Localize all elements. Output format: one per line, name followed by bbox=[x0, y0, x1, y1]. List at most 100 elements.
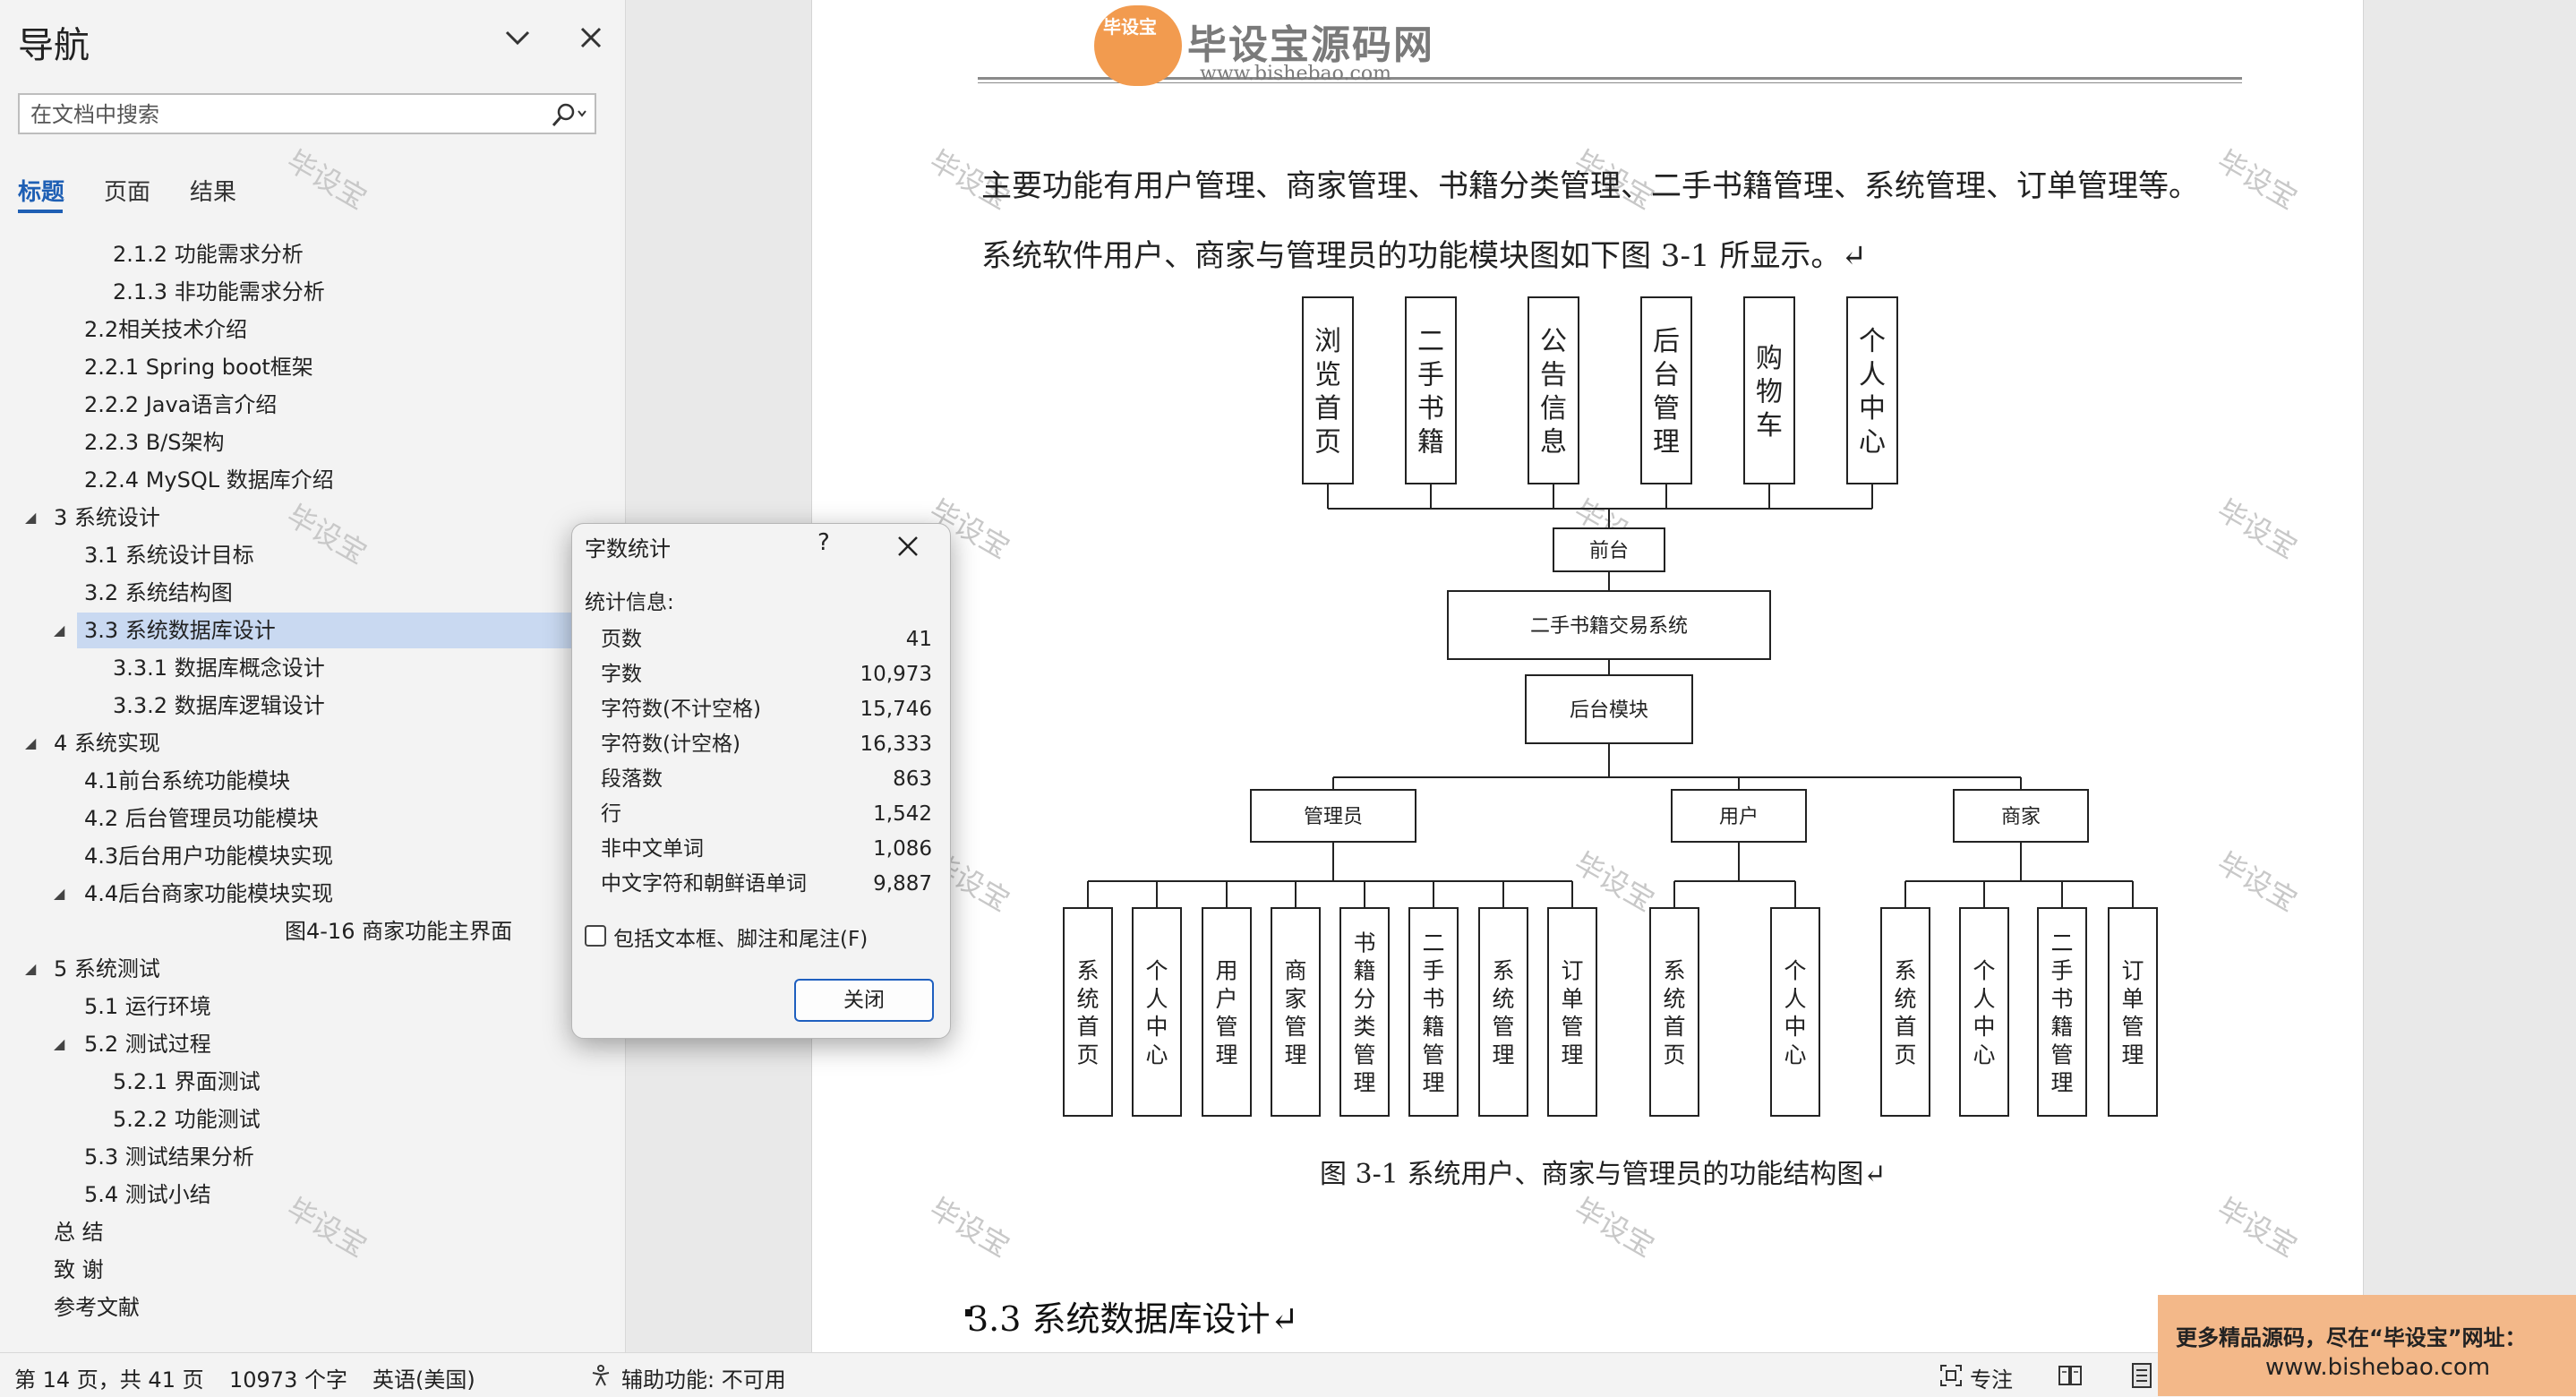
toc-item[interactable]: 参考文献 bbox=[54, 1295, 140, 1320]
diagram-box-char: 页 bbox=[1314, 427, 1341, 459]
diagram-box-char: 统 bbox=[1894, 986, 1916, 1012]
include-textbox-label[interactable]: 包括文本框、脚注和尾注(F) bbox=[613, 928, 869, 951]
diagram-box bbox=[1405, 296, 1457, 484]
diagram-box bbox=[1640, 296, 1692, 484]
collapse-triangle-icon[interactable]: ◢ bbox=[25, 734, 37, 751]
paragraph-1: 主要功能有用户管理、商家管理、书籍分类管理、二手书籍管理、系统管理、订单管理等。 bbox=[981, 168, 2199, 204]
focus-icon[interactable] bbox=[1939, 1364, 1963, 1387]
toc-item[interactable]: 4.4后台商家功能模块实现 bbox=[84, 881, 334, 906]
statistic-label: 行 bbox=[601, 802, 621, 826]
toc-item[interactable]: 5.3 测试结果分析 bbox=[84, 1144, 254, 1170]
diagram-box-char: 理 bbox=[1353, 1070, 1375, 1096]
diagram-box-char: 书 bbox=[2050, 986, 2073, 1012]
diagram-box bbox=[1959, 907, 2009, 1117]
diagram-box-char: 统 bbox=[1663, 986, 1685, 1012]
include-textbox-checkbox[interactable] bbox=[585, 925, 606, 947]
toc-item[interactable]: 2.2.4 MySQL 数据库介绍 bbox=[84, 467, 334, 493]
toc-item[interactable]: 5.2.1 界面测试 bbox=[113, 1069, 261, 1094]
close-button[interactable]: 关闭 bbox=[794, 979, 934, 1022]
collapse-triangle-icon[interactable]: ◢ bbox=[54, 885, 65, 902]
close-icon[interactable] bbox=[573, 20, 609, 56]
statistic-value: 10,973 bbox=[860, 663, 932, 686]
header-logo: 毕设宝 毕设宝源码网 www.bishebao.com bbox=[1094, 5, 1470, 86]
search-icon[interactable] bbox=[548, 100, 589, 129]
statistic-value: 863 bbox=[893, 767, 932, 791]
print-layout-icon[interactable] bbox=[2129, 1362, 2154, 1389]
toc-selected-highlight bbox=[77, 613, 571, 648]
diagram-box bbox=[1553, 527, 1665, 572]
tab-pages[interactable]: 页面 bbox=[104, 179, 151, 206]
toc-item[interactable]: 4.1前台系统功能模块 bbox=[84, 768, 291, 793]
diagram-box-char: 手 bbox=[1417, 360, 1444, 391]
tab-results[interactable]: 结果 bbox=[190, 179, 237, 206]
diagram-box-char: 家 bbox=[1284, 986, 1306, 1012]
diagram-box-char: 籍 bbox=[2050, 1014, 2073, 1040]
diagram-box-char: 人 bbox=[1145, 986, 1168, 1012]
toc-item[interactable]: 3.1 系统设计目标 bbox=[84, 543, 254, 568]
diagram-box bbox=[2108, 907, 2158, 1117]
collapse-triangle-icon[interactable]: ◢ bbox=[54, 621, 65, 639]
toc-item[interactable]: 5.2.2 功能测试 bbox=[113, 1107, 261, 1132]
toc-item[interactable]: 5.1 运行环境 bbox=[84, 994, 211, 1019]
toc-item[interactable]: 4.2 后台管理员功能模块 bbox=[84, 806, 319, 831]
search-input[interactable] bbox=[29, 95, 534, 134]
status-bar: 第 14 页，共 41 页 10973 个字 英语(美国) 辅助功能: 不可用 … bbox=[0, 1352, 2576, 1397]
diagram-box-char: 后 bbox=[1653, 326, 1680, 357]
logo-badge-text: 毕设宝 bbox=[1103, 16, 1157, 38]
statistic-label: 页数 bbox=[601, 628, 642, 651]
toc-item[interactable]: 3.3 系统数据库设计 bbox=[84, 618, 276, 643]
toc-item[interactable]: 2.2.1 Spring boot框架 bbox=[84, 355, 313, 380]
statistic-value: 1,086 bbox=[873, 837, 932, 861]
toc-item[interactable]: 图4-16 商家功能主界面 bbox=[285, 919, 513, 944]
toc-item[interactable]: 5.2 测试过程 bbox=[84, 1032, 211, 1057]
heading-bullet bbox=[965, 1309, 972, 1316]
language-indicator[interactable]: 英语(美国) bbox=[372, 1367, 475, 1393]
diagram-box-char: 类 bbox=[1353, 1014, 1375, 1040]
diagram-box-char: 公 bbox=[1540, 326, 1567, 357]
toc-item[interactable]: 2.2.2 Java语言介绍 bbox=[84, 392, 278, 417]
accessibility-icon[interactable] bbox=[589, 1364, 612, 1387]
diagram-box bbox=[1880, 907, 1930, 1117]
toc-item[interactable]: 总 结 bbox=[54, 1220, 104, 1245]
statistic-value: 41 bbox=[905, 628, 932, 651]
toc-item[interactable]: 5.4 测试小结 bbox=[84, 1182, 211, 1207]
diagram-box-char: 单 bbox=[2121, 986, 2144, 1012]
collapse-triangle-icon[interactable]: ◢ bbox=[54, 1035, 65, 1052]
toc-item[interactable]: 3.3.2 数据库逻辑设计 bbox=[113, 693, 325, 718]
toc-item[interactable]: 3.2 系统结构图 bbox=[84, 580, 233, 605]
focus-mode-button[interactable]: 专注 bbox=[1970, 1367, 2013, 1393]
statistic-row: 页数 41 bbox=[601, 622, 932, 656]
toc-item[interactable]: 2.2相关技术介绍 bbox=[84, 317, 248, 342]
word-count-indicator[interactable]: 10973 个字 bbox=[229, 1367, 347, 1393]
collapse-triangle-icon[interactable]: ◢ bbox=[25, 960, 37, 977]
toc-item[interactable]: 3.3.1 数据库概念设计 bbox=[113, 656, 325, 681]
tab-headings[interactable]: 标题 bbox=[18, 179, 65, 206]
diagram-box bbox=[1063, 907, 1113, 1117]
toc-item[interactable]: 5 系统测试 bbox=[54, 956, 160, 981]
toc-item[interactable]: 2.2.3 B/S架构 bbox=[84, 430, 225, 455]
toc-item[interactable]: 3 系统设计 bbox=[54, 505, 160, 530]
diagram-box-char: 中 bbox=[1784, 1014, 1806, 1040]
close-icon[interactable] bbox=[894, 533, 921, 560]
help-button[interactable]: ? bbox=[817, 529, 830, 556]
page-indicator[interactable]: 第 14 页，共 41 页 bbox=[14, 1367, 204, 1393]
diagram-box-char: 人 bbox=[1859, 360, 1886, 391]
diagram-box bbox=[1250, 789, 1416, 843]
diagram-box-label: 用户 bbox=[1719, 806, 1759, 828]
chevron-down-icon[interactable] bbox=[500, 20, 535, 56]
toc-item[interactable]: 2.1.2 功能需求分析 bbox=[113, 242, 304, 267]
toc-item[interactable]: 致 谢 bbox=[54, 1257, 104, 1282]
diagram-box bbox=[1743, 296, 1795, 484]
toc-item[interactable]: 2.1.3 非功能需求分析 bbox=[113, 279, 325, 304]
diagram-box-char: 系 bbox=[1894, 958, 1916, 984]
toc-item[interactable]: 4.3后台用户功能模块实现 bbox=[84, 844, 334, 869]
diagram-box-char: 理 bbox=[1653, 427, 1680, 459]
diagram-box-char: 个 bbox=[1859, 326, 1886, 357]
read-mode-icon[interactable] bbox=[2058, 1364, 2083, 1387]
toc-item[interactable]: 4 系统实现 bbox=[54, 731, 160, 756]
collapse-triangle-icon[interactable]: ◢ bbox=[25, 509, 37, 526]
statistic-label: 字数 bbox=[601, 663, 642, 686]
accessibility-status[interactable]: 辅助功能: 不可用 bbox=[621, 1367, 786, 1393]
